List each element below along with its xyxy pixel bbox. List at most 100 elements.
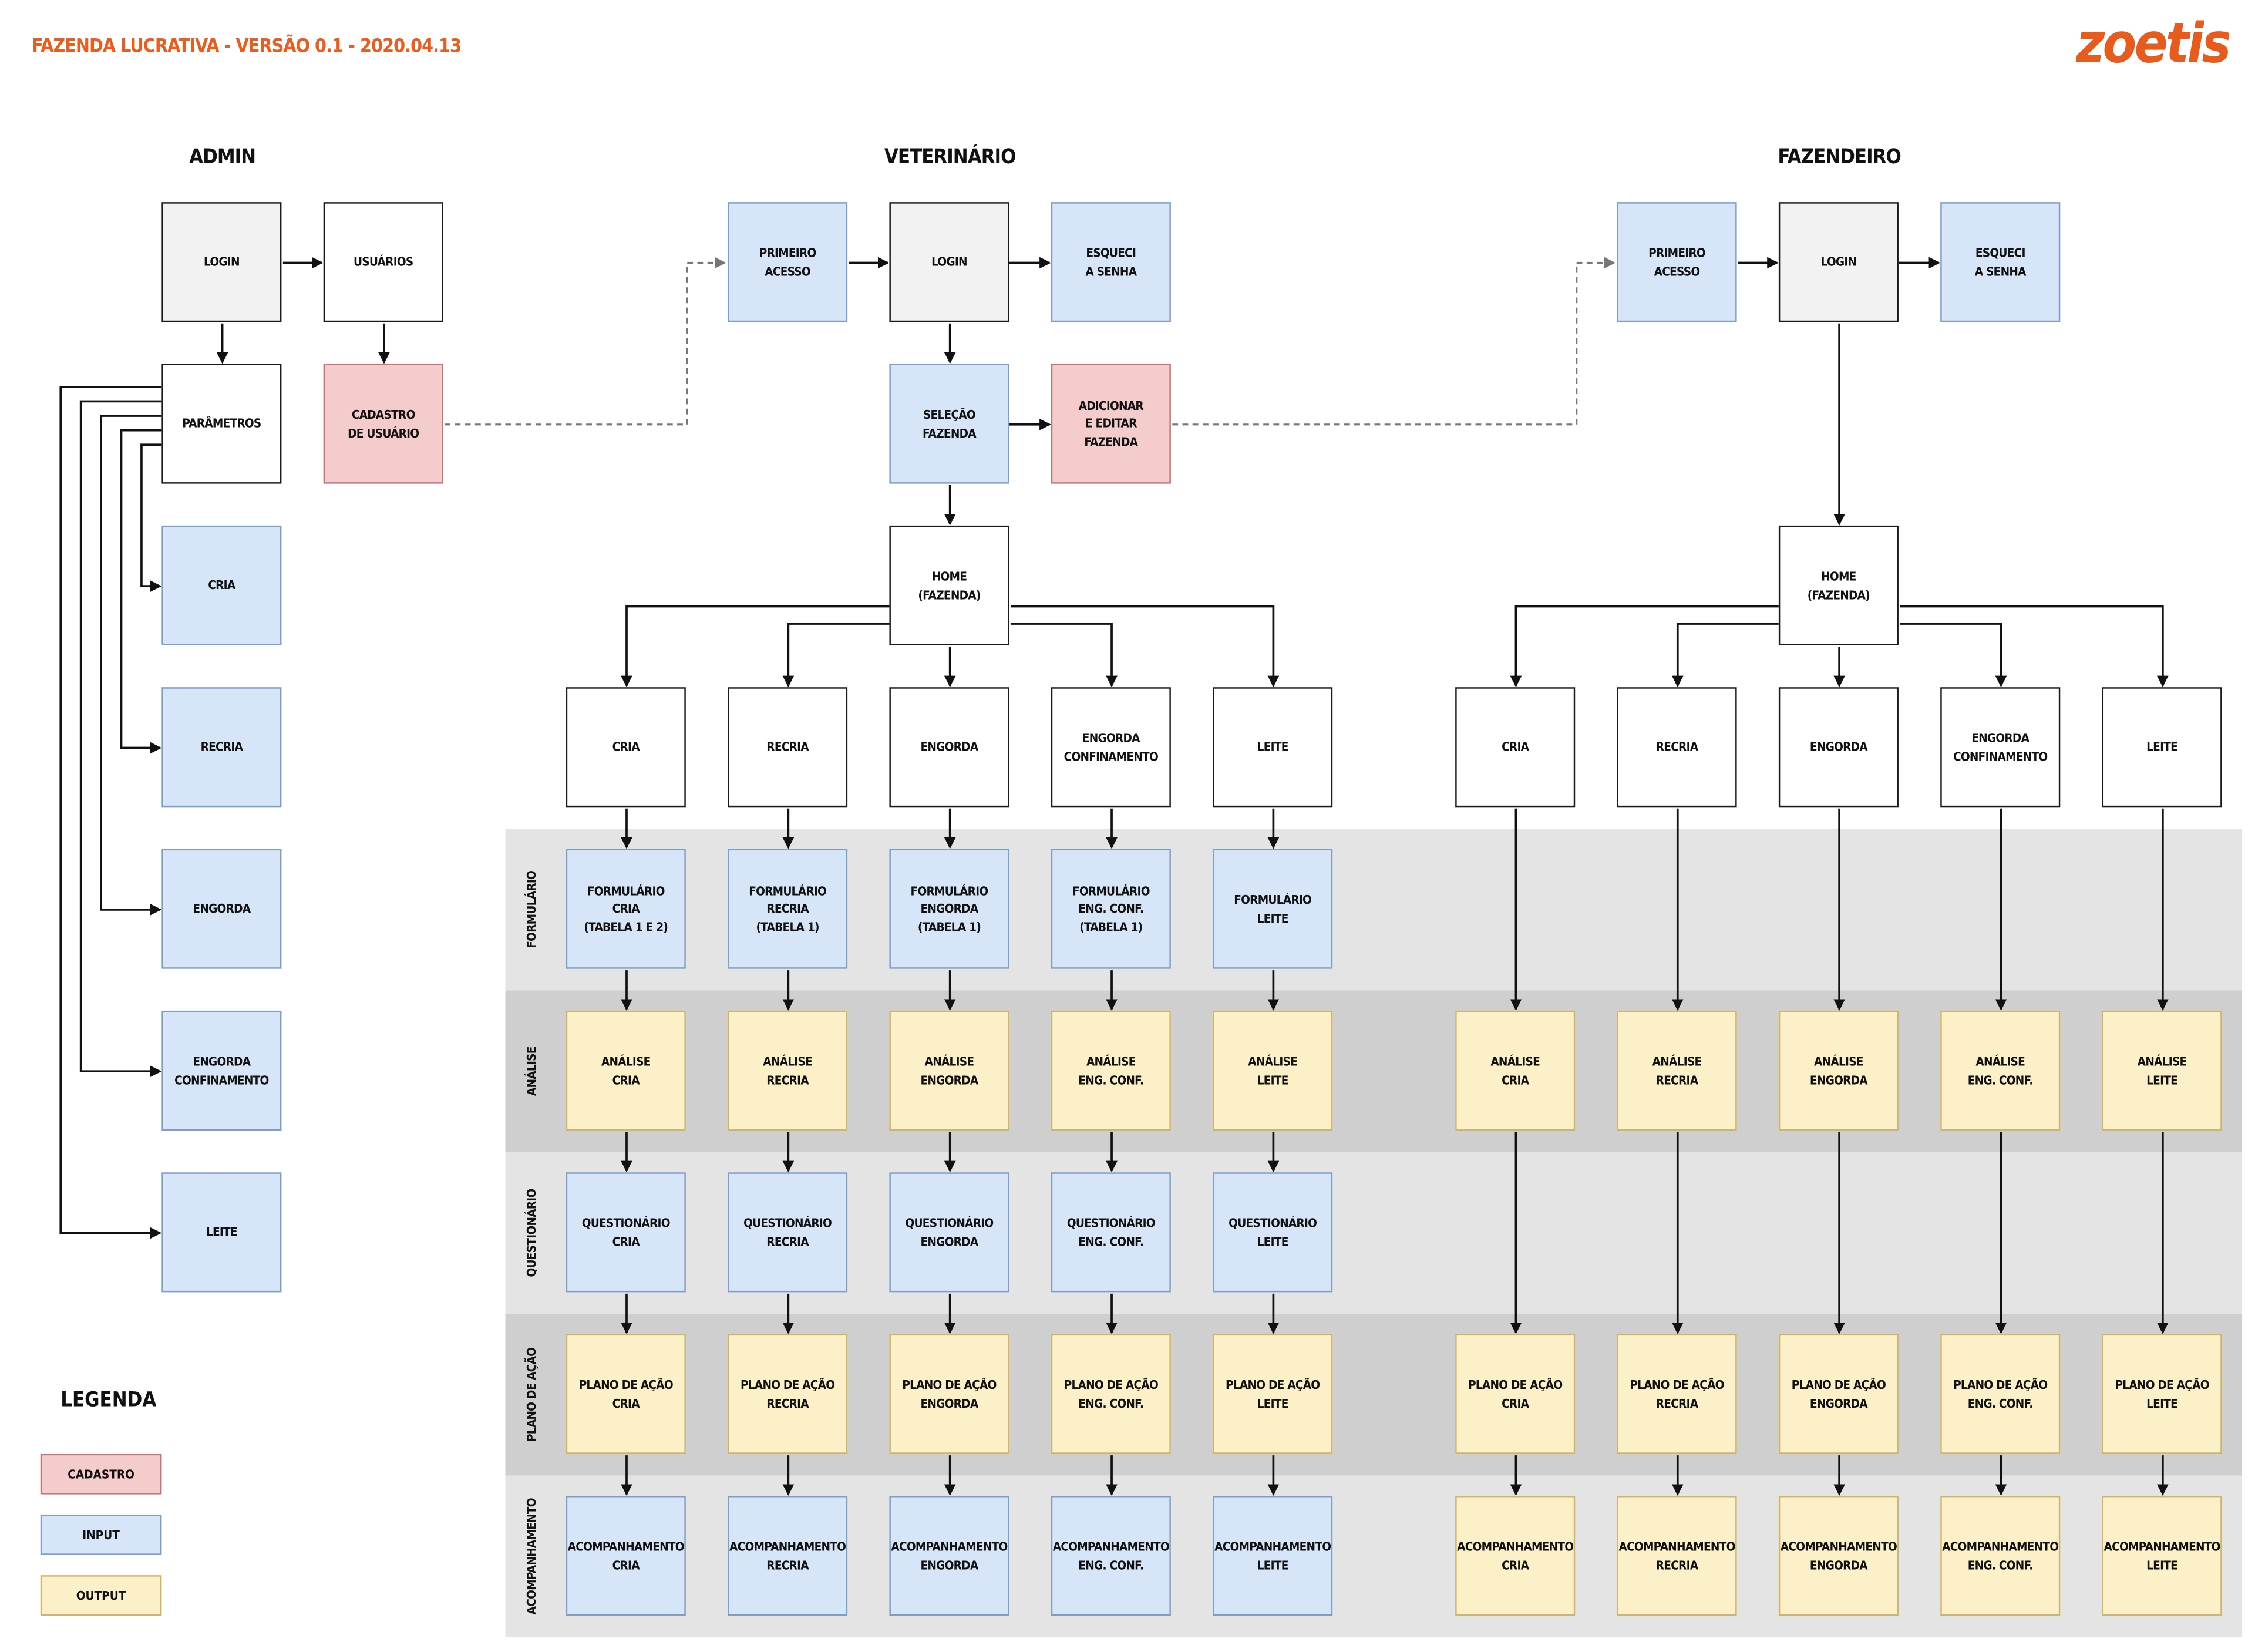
- vet-formulario-leite-node[interactable]: FORMULÁRIO LEITE: [1213, 849, 1333, 969]
- faz-acompanhamento-cria-node[interactable]: ACOMPANHAMENTO CRIA: [1455, 1496, 1576, 1616]
- vet-analise-cria-node[interactable]: ANÁLISE CRIA: [566, 1010, 686, 1131]
- faz-analise-engorda-node[interactable]: ANÁLISE ENGORDA: [1778, 1010, 1899, 1131]
- column-title-admin: ADMIN: [189, 146, 256, 169]
- column-title-veterinario: VETERINÁRIO: [884, 146, 1017, 169]
- faz-cria-node[interactable]: CRIA: [1455, 687, 1576, 808]
- admin-cadastro-usuario-node[interactable]: CADASTRO DE USUÁRIO: [323, 364, 443, 484]
- row-label-plano: PLANO DE AÇÃO: [524, 1347, 539, 1442]
- legend-cadastro: CADASTRO: [40, 1454, 162, 1495]
- vet-formulario-cria-node[interactable]: FORMULÁRIO CRIA (TABELA 1 e 2): [566, 849, 686, 969]
- faz-leite-node[interactable]: LEITE: [2102, 687, 2222, 808]
- vet-acompanhamento-recria-node[interactable]: ACOMPANHAMENTO RECRIA: [728, 1496, 848, 1616]
- vet-analise-leite-node[interactable]: ANÁLISE LEITE: [1213, 1010, 1333, 1131]
- legend-output: OUTPUT: [40, 1575, 162, 1616]
- vet-acompanhamento-engorda-node[interactable]: ACOMPANHAMENTO ENGORDA: [889, 1496, 1009, 1616]
- vet-esqueci-senha-node[interactable]: ESQUECI A SENHA: [1051, 202, 1171, 322]
- faz-home-node[interactable]: HOME (FAZENDA): [1778, 525, 1899, 645]
- edge-cadastro-vet-primeiro: [445, 257, 726, 426]
- vet-formulario-engconf-node[interactable]: FORMULÁRIO ENG. CONF. (TABELA 1): [1051, 849, 1171, 969]
- vet-engorda-confinamento-node[interactable]: ENGORDA CONFINAMENTO: [1051, 687, 1171, 808]
- admin-engorda-node[interactable]: ENGORDA: [161, 849, 282, 969]
- edge-param-engorda: [100, 415, 162, 916]
- admin-login-node[interactable]: LOGIN: [161, 202, 282, 322]
- edge-param-leite: [59, 386, 162, 1239]
- vet-formulario-recria-node[interactable]: FORMULÁRIO RECRIA (TABELA 1): [728, 849, 848, 969]
- edge-vet-home-engconf: [1010, 623, 1118, 688]
- faz-analise-cria-node[interactable]: ANÁLISE CRIA: [1455, 1010, 1576, 1131]
- admin-leite-node[interactable]: LEITE: [161, 1172, 282, 1293]
- edge-vet-home-recria: [782, 623, 890, 688]
- edge-vet-home-cria: [621, 605, 890, 688]
- faz-plano-recria-node[interactable]: PLANO DE AÇÃO RECRIA: [1617, 1334, 1737, 1454]
- vet-home-node[interactable]: HOME (FAZENDA): [889, 525, 1009, 645]
- faz-plano-engconf-node[interactable]: PLANO DE AÇÃO ENG. CONF.: [1940, 1334, 2061, 1454]
- vet-analise-recria-node[interactable]: ANÁLISE RECRIA: [728, 1010, 848, 1131]
- faz-engorda-confinamento-node[interactable]: ENGORDA CONFINAMENTO: [1940, 687, 2061, 808]
- faz-acompanhamento-recria-node[interactable]: ACOMPANHAMENTO RECRIA: [1617, 1496, 1737, 1616]
- faz-acompanhamento-engorda-node[interactable]: ACOMPANHAMENTO ENGORDA: [1778, 1496, 1899, 1616]
- faz-engorda-node[interactable]: ENGORDA: [1778, 687, 1899, 808]
- row-label-analise: ANÁLISE: [524, 1047, 539, 1096]
- edge-param-recria: [120, 429, 162, 754]
- column-title-fazendeiro: FAZENDEIRO: [1778, 146, 1901, 169]
- vet-acompanhamento-engconf-node[interactable]: ACOMPANHAMENTO ENG. CONF.: [1051, 1496, 1171, 1616]
- edge-faz-home-cria: [1510, 605, 1779, 688]
- faz-analise-leite-node[interactable]: ANÁLISE LEITE: [2102, 1010, 2222, 1131]
- faz-plano-leite-node[interactable]: PLANO DE AÇÃO LEITE: [2102, 1334, 2222, 1454]
- edge-faz-home-recria: [1671, 623, 1779, 688]
- faz-primeiro-acesso-node[interactable]: PRIMEIRO ACESSO: [1617, 202, 1737, 322]
- edge-vet-home-leite: [1010, 605, 1280, 688]
- vet-selecao-fazenda-node[interactable]: SELEÇÃO FAZENDA: [889, 364, 1009, 484]
- admin-engorda-confinamento-node[interactable]: ENGORDA CONFINAMENTO: [161, 1010, 282, 1131]
- edge-faz-home-leite: [1900, 605, 2169, 688]
- legend-input: INPUT: [40, 1514, 162, 1555]
- faz-analise-recria-node[interactable]: ANÁLISE RECRIA: [1617, 1010, 1737, 1131]
- vet-recria-node[interactable]: RECRIA: [728, 687, 848, 808]
- edge-param-cria: [140, 443, 162, 592]
- faz-acompanhamento-engconf-node[interactable]: ACOMPANHAMENTO ENG. CONF.: [1940, 1496, 2061, 1616]
- edge-adicionar-faz-primeiro: [1172, 257, 1616, 426]
- admin-recria-node[interactable]: RECRIA: [161, 687, 282, 808]
- faz-plano-engorda-node[interactable]: PLANO DE AÇÃO ENGORDA: [1778, 1334, 1899, 1454]
- row-label-acompanhamento: ACOMPANHAMENTO: [524, 1498, 539, 1615]
- vet-plano-recria-node[interactable]: PLANO DE AÇÃO RECRIA: [728, 1334, 848, 1454]
- faz-recria-node[interactable]: RECRIA: [1617, 687, 1737, 808]
- vet-adicionar-fazenda-node[interactable]: ADICIONAR E EDITAR FAZENDA: [1051, 364, 1171, 484]
- faz-plano-cria-node[interactable]: PLANO DE AÇÃO CRIA: [1455, 1334, 1576, 1454]
- faz-analise-engconf-node[interactable]: ANÁLISE ENG. CONF.: [1940, 1010, 2061, 1131]
- vet-analise-engconf-node[interactable]: ANÁLISE ENG. CONF.: [1051, 1010, 1171, 1131]
- vet-questionario-recria-node[interactable]: QUESTIONÁRIO RECRIA: [728, 1172, 848, 1293]
- page-title: FAZENDA LUCRATIVA - VERSÃO 0.1 - 2020.04…: [32, 36, 462, 58]
- admin-parametros-node[interactable]: PARÂMETROS: [161, 364, 282, 484]
- vet-acompanhamento-leite-node[interactable]: ACOMPANHAMENTO LEITE: [1213, 1496, 1333, 1616]
- vet-leite-node[interactable]: LEITE: [1213, 687, 1333, 808]
- vet-questionario-engorda-node[interactable]: QUESTIONÁRIO ENGORDA: [889, 1172, 1009, 1293]
- faz-acompanhamento-leite-node[interactable]: ACOMPANHAMENTO LEITE: [2102, 1496, 2222, 1616]
- vet-acompanhamento-cria-node[interactable]: ACOMPANHAMENTO CRIA: [566, 1496, 686, 1616]
- vet-questionario-cria-node[interactable]: QUESTIONÁRIO CRIA: [566, 1172, 686, 1293]
- vet-questionario-engconf-node[interactable]: QUESTIONÁRIO ENG. CONF.: [1051, 1172, 1171, 1293]
- admin-cria-node[interactable]: CRIA: [161, 525, 282, 645]
- row-label-formulario: FORMULÁRIO: [524, 870, 539, 948]
- vet-formulario-engorda-node[interactable]: FORMULÁRIO ENGORDA (TABELA 1): [889, 849, 1009, 969]
- admin-usuarios-node[interactable]: USUÁRIOS: [323, 202, 443, 322]
- faz-login-node[interactable]: LOGIN: [1778, 202, 1899, 322]
- vet-login-node[interactable]: LOGIN: [889, 202, 1009, 322]
- vet-analise-engorda-node[interactable]: ANÁLISE ENGORDA: [889, 1010, 1009, 1131]
- zoetis-logo: zoetis: [2076, 11, 2231, 75]
- edge-faz-home-engconf: [1900, 623, 2007, 688]
- vet-plano-cria-node[interactable]: PLANO DE AÇÃO CRIA: [566, 1334, 686, 1454]
- vet-engorda-node[interactable]: ENGORDA: [889, 687, 1009, 808]
- vet-cria-node[interactable]: CRIA: [566, 687, 686, 808]
- edge-param-engconf: [79, 400, 162, 1078]
- vet-plano-engconf-node[interactable]: PLANO DE AÇÃO ENG. CONF.: [1051, 1334, 1171, 1454]
- vet-questionario-leite-node[interactable]: QUESTIONÁRIO LEITE: [1213, 1172, 1333, 1293]
- vet-primeiro-acesso-node[interactable]: PRIMEIRO ACESSO: [728, 202, 848, 322]
- faz-esqueci-senha-node[interactable]: ESQUECI A SENHA: [1940, 202, 2061, 322]
- vet-plano-leite-node[interactable]: PLANO DE AÇÃO LEITE: [1213, 1334, 1333, 1454]
- row-label-questionario: QUESTIONÁRIO: [524, 1189, 539, 1277]
- vet-plano-engorda-node[interactable]: PLANO DE AÇÃO ENGORDA: [889, 1334, 1009, 1454]
- legend-title: LEGENDA: [60, 1389, 157, 1412]
